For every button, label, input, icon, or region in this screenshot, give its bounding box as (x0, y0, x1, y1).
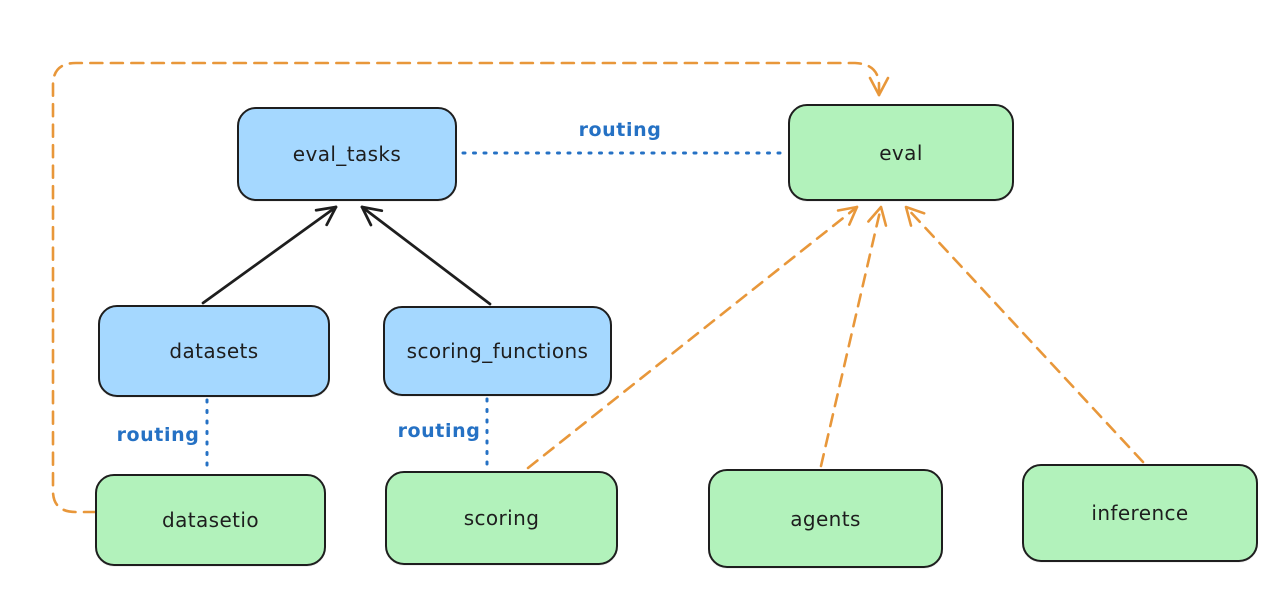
node-datasets[interactable]: datasets (98, 305, 330, 397)
node-datasetio-label: datasetio (161, 508, 259, 532)
connector-scoringfunctions-to-evaltasks (360, 205, 492, 306)
connector-datasets-to-evaltasks (201, 205, 338, 305)
node-eval-tasks[interactable]: eval_tasks (237, 107, 457, 201)
node-scoring-functions-label: scoring_functions (406, 339, 589, 363)
node-agents[interactable]: agents (708, 469, 943, 568)
connector-inference-to-eval (904, 205, 1145, 464)
node-scoring-functions[interactable]: scoring_functions (383, 306, 612, 396)
node-eval-tasks-label: eval_tasks (292, 142, 402, 166)
node-agents-label: agents (790, 506, 861, 531)
node-datasetio[interactable]: datasetio (95, 474, 326, 566)
node-eval[interactable]: eval (788, 104, 1014, 201)
edge-label-routing-evaltasks-eval: routing (578, 119, 662, 141)
node-inference-label: inference (1091, 501, 1189, 525)
edge-label-routing-datasets-datasetio: routing (116, 424, 200, 446)
node-scoring[interactable]: scoring (385, 471, 618, 565)
edge-label-routing-scoringfunctions-scoring: routing (397, 420, 481, 442)
node-datasets-label: datasets (169, 339, 259, 363)
node-eval-label: eval (879, 140, 923, 165)
node-scoring-label: scoring (463, 506, 540, 530)
connector-agents-to-eval (819, 205, 888, 468)
node-inference[interactable]: inference (1022, 464, 1258, 562)
